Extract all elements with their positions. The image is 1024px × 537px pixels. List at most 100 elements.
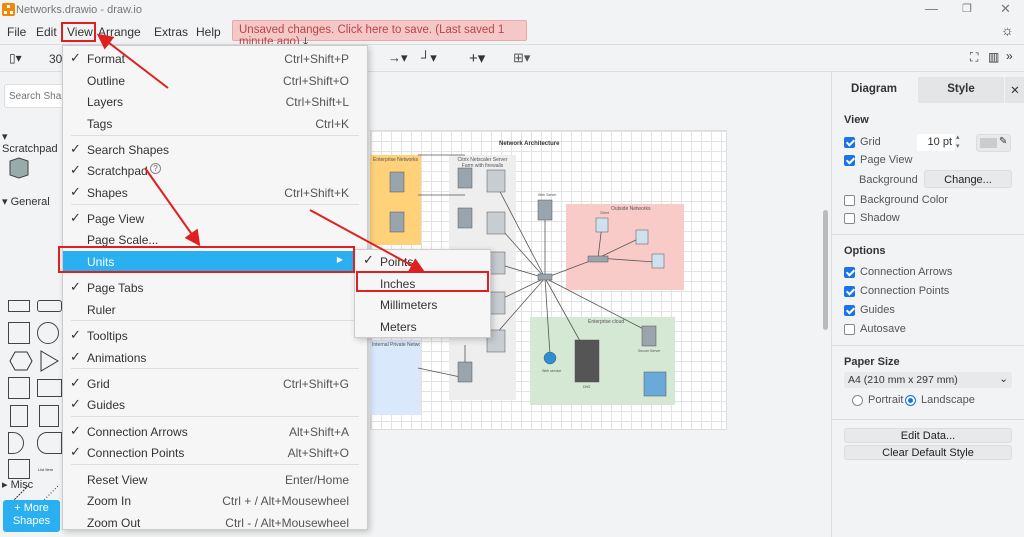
menu-item-page-view[interactable]: ✓Page View [63,208,363,229]
shadow-checkbox[interactable] [844,212,855,224]
card-shape[interactable] [39,405,59,427]
close-panel-icon[interactable]: ✕ [1005,77,1024,103]
minimize-button[interactable]: — [925,1,938,16]
search-shapes-input[interactable] [4,84,64,108]
tab-style[interactable]: Style [918,77,1004,103]
fullscreen-icon[interactable]: ⛶ [970,50,979,64]
vertical-scrollbar[interactable] [823,210,828,330]
menu-help[interactable]: Help [196,25,221,39]
restore-button[interactable]: ❐ [962,3,972,15]
help-icon[interactable]: ? [150,163,161,174]
edit-data-button[interactable]: Edit Data... [844,428,1012,443]
waypoints-icon[interactable]: ┘▾ [421,50,437,65]
insert-icon[interactable]: +▾ [469,50,486,67]
background-color-checkbox[interactable] [844,194,855,206]
misc-header[interactable]: ▸ Misc [2,479,34,491]
data-storage-shape[interactable] [37,432,62,454]
theme-icon[interactable]: ☼ [1001,22,1014,38]
autosave-option[interactable]: Autosave [844,323,906,335]
units-item-label: Meters [380,319,417,334]
portrait-option[interactable]: Portrait [852,394,903,406]
format-panel-toggle-icon[interactable]: ▥ [988,50,1000,64]
connection-points-option[interactable]: Connection Points [844,285,949,297]
note-shape[interactable] [10,405,28,427]
menu-item-guides[interactable]: ✓Guides [63,394,363,415]
sidebar-toggle-icon[interactable]: ▯▾ [9,51,22,65]
units-item-meters[interactable]: Meters [355,316,490,337]
units-item-inches[interactable]: Inches [355,273,490,294]
cube-shape[interactable] [37,379,62,397]
circle-shape[interactable] [37,322,59,344]
grid-checkbox[interactable] [844,136,855,148]
rectangle-shape[interactable] [8,300,30,312]
connection-arrows-checkbox[interactable] [844,266,855,278]
guides-checkbox[interactable] [844,304,855,316]
table-icon[interactable]: ⊞▾ [513,50,531,65]
general-header[interactable]: ▾ General [2,196,50,208]
grid-option[interactable]: Grid [844,136,881,148]
group-private-networks[interactable]: Internal Private Networks [370,340,421,415]
menu-item-ruler[interactable]: Ruler [63,299,363,320]
units-item-points[interactable]: ✓Points [355,251,490,272]
grid-color-button[interactable]: ✎ [976,134,1011,152]
connection-points-checkbox[interactable] [844,285,855,297]
landscape-option[interactable]: Landscape [905,394,975,406]
close-window-button[interactable]: ✕ [1000,1,1011,16]
grid-size-input[interactable]: 10 pt [917,134,955,151]
shadow-option[interactable]: Shadow [844,212,900,224]
menu-extras[interactable]: Extras [154,25,189,39]
change-background-button[interactable]: Change... [924,170,1012,188]
background-color-option[interactable]: Background Color [844,194,948,206]
menu-item-tooltips[interactable]: ✓Tooltips [63,325,363,346]
menu-arrange[interactable]: Arrange [98,25,141,39]
list-item-shape[interactable]: List Item [38,467,54,472]
grid-size-stepper[interactable]: ▴▾ [956,134,960,150]
connection-style-icon[interactable]: →▾ [388,50,408,65]
unsaved-changes-banner[interactable]: Unsaved changes. Click here to save. (La… [232,20,527,48]
divider [832,345,1024,346]
page-view-checkbox[interactable] [844,154,855,166]
delay-shape[interactable] [8,432,24,454]
scratchpad-header[interactable]: ▾ Scratchpad [2,131,58,155]
zoom-level[interactable]: 30 [49,52,63,66]
connection-arrows-option[interactable]: Connection Arrows [844,266,952,278]
more-shapes-button[interactable]: + More Shapes [3,500,60,532]
landscape-radio[interactable] [905,394,916,406]
autosave-checkbox[interactable] [844,323,855,335]
menu-item-scratchpad[interactable]: ✓Scratchpad? [63,160,363,181]
rounded-rectangle-shape[interactable] [37,300,62,312]
container-shape[interactable] [8,377,30,399]
network-connections: Web Server Client Web service DNS Secure… [389,154,667,397]
menu-file[interactable]: File [7,25,27,39]
scratchpad-shape-icon[interactable] [7,156,31,180]
page-view-option[interactable]: Page View [844,154,912,166]
hexagon-triangle-shapes[interactable] [6,349,62,374]
portrait-radio[interactable] [852,394,863,406]
menu-view[interactable]: View [67,25,93,39]
square-shape[interactable] [8,322,30,344]
collapse-icon[interactable]: » [1006,49,1013,63]
menu-item-page-tabs[interactable]: ✓Page Tabs [63,277,363,298]
menu-item-page-scale[interactable]: Page Scale... [63,229,363,250]
menu-item-search-shapes[interactable]: ✓Search Shapes [63,139,363,160]
units-item-millimeters[interactable]: Millimeters [355,294,490,315]
guides-option[interactable]: Guides [844,304,895,316]
group-outside-networks[interactable]: Outside Networks [566,204,684,290]
menu-item-animations[interactable]: ✓Animations [63,347,363,368]
menu-edit[interactable]: Edit [36,25,57,39]
tab-diagram[interactable]: Diagram [832,77,916,103]
clear-default-style-button[interactable]: Clear Default Style [844,445,1012,460]
list-shape[interactable] [8,459,30,479]
paper-size-select[interactable]: A4 (210 mm x 297 mm)⌄ [844,372,1012,388]
